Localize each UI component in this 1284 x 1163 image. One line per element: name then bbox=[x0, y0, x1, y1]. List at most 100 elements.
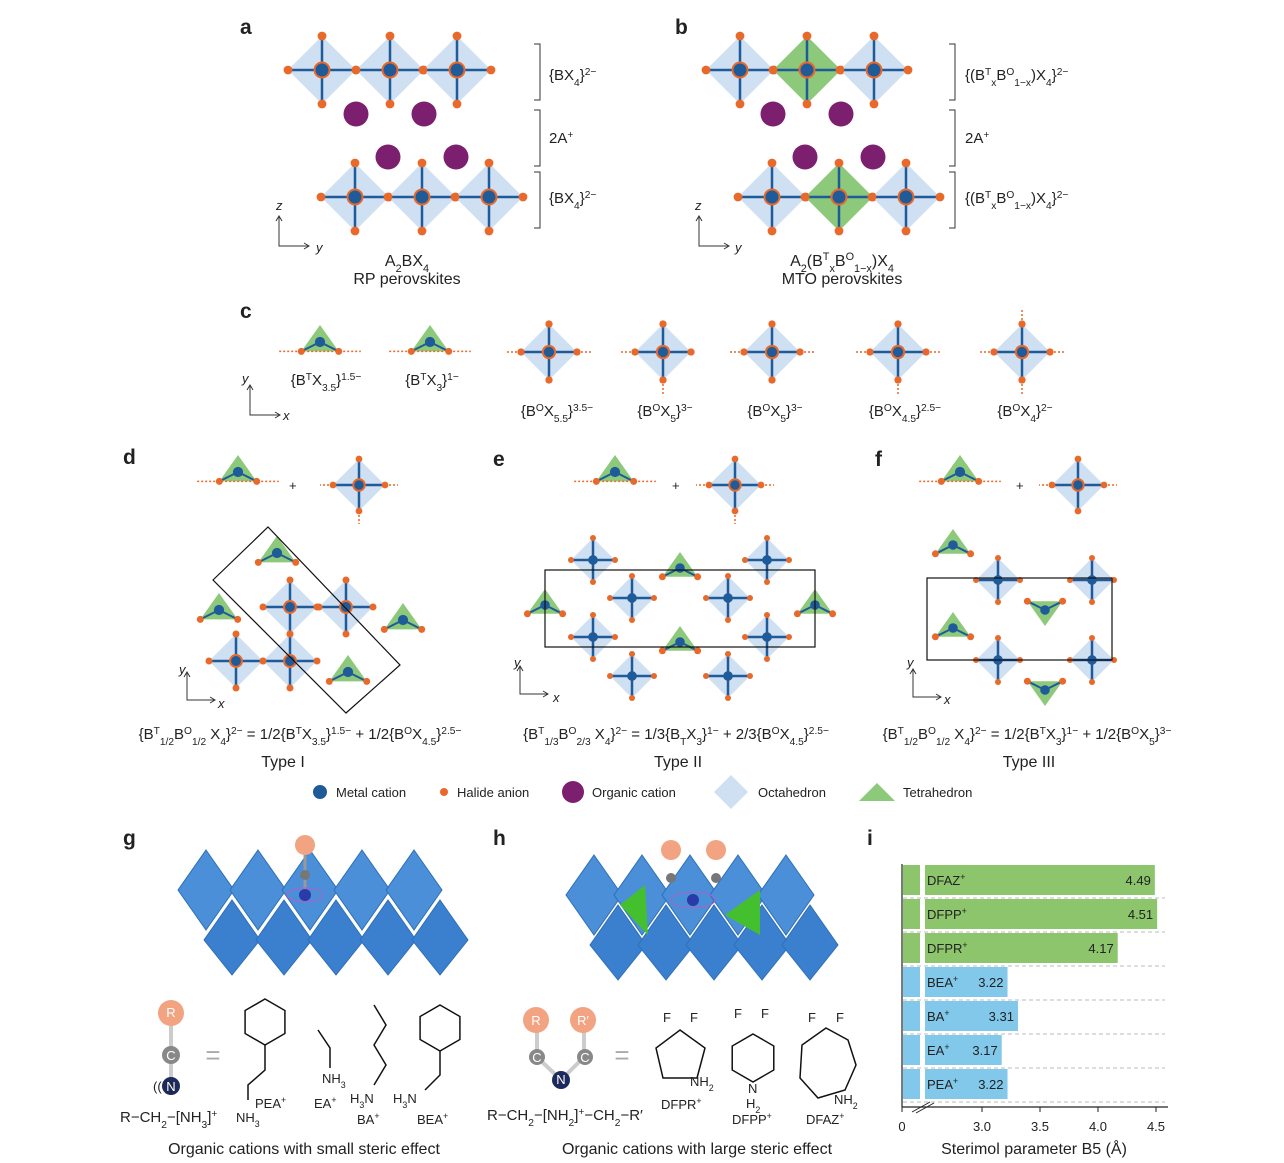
formula-part: 4.5 bbox=[790, 737, 804, 748]
bar bbox=[925, 1069, 1008, 1099]
halide-anion bbox=[259, 657, 267, 665]
octahedron bbox=[1067, 555, 1117, 605]
formula-part: R−CH bbox=[120, 1109, 161, 1126]
formula-part: −R′ bbox=[620, 1107, 643, 1124]
formula-part: + bbox=[767, 1111, 772, 1121]
halide-anion bbox=[418, 65, 428, 75]
octahedron bbox=[568, 612, 618, 662]
halide-anion bbox=[484, 158, 494, 168]
halide-anion bbox=[995, 679, 1001, 685]
formula-part: T bbox=[420, 372, 426, 383]
halide-anion bbox=[355, 455, 363, 463]
formula-part: ] bbox=[207, 1109, 211, 1126]
formula-part: ] bbox=[574, 1107, 578, 1124]
h-dfpp-amine: N bbox=[748, 1081, 757, 1096]
formula-part: T bbox=[985, 190, 991, 201]
formula-part: 2A bbox=[965, 130, 983, 147]
octahedron-3d bbox=[281, 849, 339, 931]
sterimol-bar-chart: DFAZ+4.49DFPP+4.51DFPR+4.17BEA+3.22BA+3.… bbox=[898, 864, 1168, 1134]
e-axis-y: y bbox=[513, 655, 522, 670]
axis-arrowheads bbox=[246, 384, 281, 419]
e-type: Type II bbox=[654, 754, 702, 771]
metal-cation bbox=[954, 466, 966, 478]
octahedron-3d bbox=[411, 899, 469, 976]
formula-part: NH bbox=[322, 1071, 341, 1086]
metal-cation bbox=[424, 336, 436, 348]
halide-anion bbox=[329, 481, 337, 489]
metal-cation bbox=[897, 188, 915, 206]
halide-anion bbox=[297, 347, 305, 355]
formula-part: BEA bbox=[927, 975, 953, 990]
e-plus: + bbox=[672, 478, 680, 493]
formula-part: −[NH bbox=[534, 1107, 569, 1124]
h-R: R bbox=[531, 1013, 540, 1028]
h-F: F bbox=[663, 1010, 671, 1025]
formula-part: 1/2 bbox=[192, 737, 206, 748]
formula-part: T bbox=[985, 67, 991, 78]
octahedron bbox=[742, 612, 792, 662]
octahedron-3d bbox=[229, 849, 287, 931]
metal-cation bbox=[232, 466, 244, 478]
organic-cation bbox=[792, 144, 818, 170]
formula-part: + bbox=[443, 1111, 448, 1121]
halide-anion bbox=[629, 573, 635, 579]
h-F: F bbox=[808, 1010, 816, 1025]
formula-part: BA bbox=[357, 1112, 375, 1127]
octahedron bbox=[316, 158, 394, 236]
halide-anion bbox=[1074, 455, 1082, 463]
halide-anion bbox=[768, 320, 776, 328]
legend-octa-label: Octahedron bbox=[758, 785, 826, 800]
halide-anion bbox=[518, 192, 528, 202]
formula-part: 3.5 bbox=[322, 383, 336, 394]
axis-arrowheads bbox=[909, 668, 942, 701]
c-axis-x: x bbox=[282, 408, 290, 423]
formula-part: O bbox=[772, 726, 780, 737]
halide-anion bbox=[866, 348, 874, 356]
halide-anion bbox=[703, 673, 709, 679]
a-name: RP perovskites bbox=[353, 271, 460, 288]
formula-part: H bbox=[393, 1091, 402, 1106]
formula-part: } bbox=[786, 403, 791, 420]
octahedron bbox=[383, 158, 461, 236]
halide-anion bbox=[383, 192, 393, 202]
g-ba-label: BA+ bbox=[357, 1111, 380, 1127]
formula-part: X bbox=[544, 403, 554, 420]
halide-anion bbox=[725, 695, 731, 701]
formula-part: R−CH bbox=[487, 1107, 528, 1124]
metal-cation bbox=[728, 478, 742, 492]
formula-part: + bbox=[944, 1008, 949, 1018]
halide-anion bbox=[995, 555, 1001, 561]
formula-part: 2− bbox=[585, 67, 597, 78]
halide-anion bbox=[800, 192, 810, 202]
halide-anion bbox=[316, 192, 326, 202]
metal-cation bbox=[993, 575, 1003, 585]
formula-part: 4 bbox=[964, 737, 970, 748]
formula-part: 3− bbox=[1160, 726, 1172, 737]
halide-anion bbox=[286, 684, 294, 692]
formula-part: + bbox=[374, 1111, 379, 1121]
formula-part: 2.5− bbox=[441, 726, 461, 737]
halide-anion bbox=[1023, 597, 1031, 605]
halide-anion bbox=[922, 348, 930, 356]
formula-part: + bbox=[211, 1109, 217, 1120]
formula-part: 1− bbox=[447, 372, 459, 383]
halide-anion bbox=[990, 348, 998, 356]
formula-part: {B bbox=[883, 726, 898, 743]
organic-cation bbox=[375, 144, 401, 170]
halide-anion bbox=[590, 579, 596, 585]
c-unit-label: {BOX5}3− bbox=[637, 403, 692, 425]
formula-part: } bbox=[676, 403, 681, 420]
halide-anion bbox=[894, 376, 902, 384]
g-equals: = bbox=[205, 1040, 220, 1070]
formula-part: X bbox=[426, 372, 436, 389]
formula-part: x bbox=[829, 263, 835, 275]
organic-cation bbox=[443, 144, 469, 170]
formula-part: O bbox=[652, 403, 660, 414]
halide-anion bbox=[1018, 320, 1026, 328]
octahedron bbox=[703, 651, 753, 701]
halide-anion bbox=[590, 656, 596, 662]
halide-anion bbox=[901, 226, 911, 236]
c-unit-label: {BOX4}2− bbox=[997, 403, 1052, 425]
legend-halide-label: Halide anion bbox=[457, 785, 529, 800]
formula-part: 2.5− bbox=[809, 726, 829, 737]
